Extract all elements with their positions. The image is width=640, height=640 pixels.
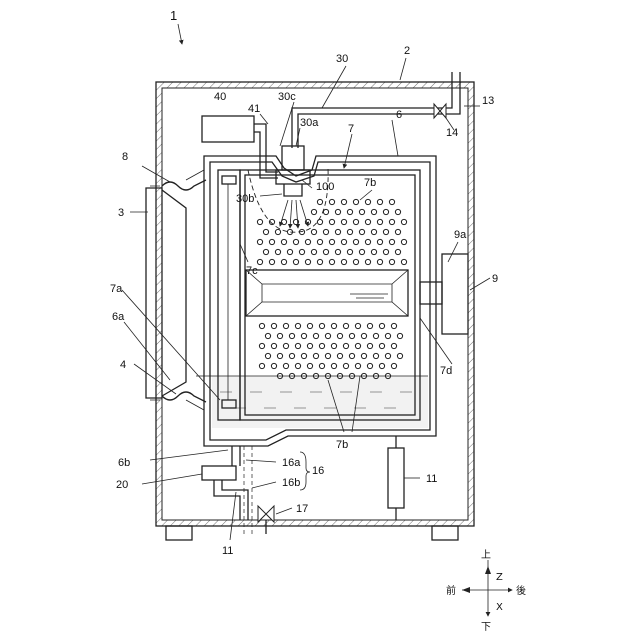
label-drum-opening: 7a (110, 283, 123, 295)
axis-x-label: X (496, 602, 503, 613)
label-nozzle-spray: 30b (236, 193, 254, 205)
label-drain-upper: 16a (282, 457, 301, 469)
label-water-pipe: 13 (482, 95, 494, 107)
label-drum: 7 (348, 123, 354, 135)
axis-up-label: 上 (481, 549, 491, 561)
axis-front-label: 前 (446, 584, 456, 597)
foot-right (432, 526, 458, 540)
label-baffle: 7d (440, 365, 452, 377)
axis-indicator: 上 下 前 後 Z X (446, 549, 526, 633)
label-nozzle-body: 30a (300, 117, 319, 129)
label-seal-bottom: 4 (120, 359, 126, 371)
label-detergent-pipe: 41 (248, 103, 260, 115)
label-drum-holes-top: 7b (364, 177, 376, 189)
label-detergent-box: 40 (214, 91, 226, 103)
label-motor-shaft: 9a (454, 229, 467, 241)
axis-back-label: 後 (516, 584, 526, 597)
label-tub-bottom: 6b (118, 457, 130, 469)
label-nozzle-assembly: 30 (336, 53, 348, 65)
label-drain-assembly: 16 (312, 465, 324, 477)
label-pump: 20 (116, 479, 128, 491)
label-spray-region: 100 (316, 181, 334, 193)
label-drum-holes-bottom: 7b (336, 439, 348, 451)
label-nozzle-inlet: 30c (278, 91, 296, 103)
label-tub: 6 (396, 109, 402, 121)
label-seal-top: 8 (122, 151, 128, 163)
axis-z-label: Z (496, 572, 503, 583)
label-drum-front: 7c (246, 265, 258, 277)
label-assembly: 1 (170, 8, 177, 23)
label-housing: 2 (404, 45, 410, 57)
label-drain-valve: 17 (296, 503, 308, 515)
label-door: 3 (118, 207, 124, 219)
label-motor: 9 (492, 273, 498, 285)
label-drain-pipe: 11 (222, 545, 233, 557)
label-valve: 14 (446, 127, 458, 139)
label-tub-opening: 6a (112, 311, 125, 323)
axis-down-label: 下 (481, 622, 491, 633)
label-drain-lower: 16b (282, 477, 300, 489)
label-damper: 11 (426, 473, 437, 485)
foot-left (166, 526, 192, 540)
